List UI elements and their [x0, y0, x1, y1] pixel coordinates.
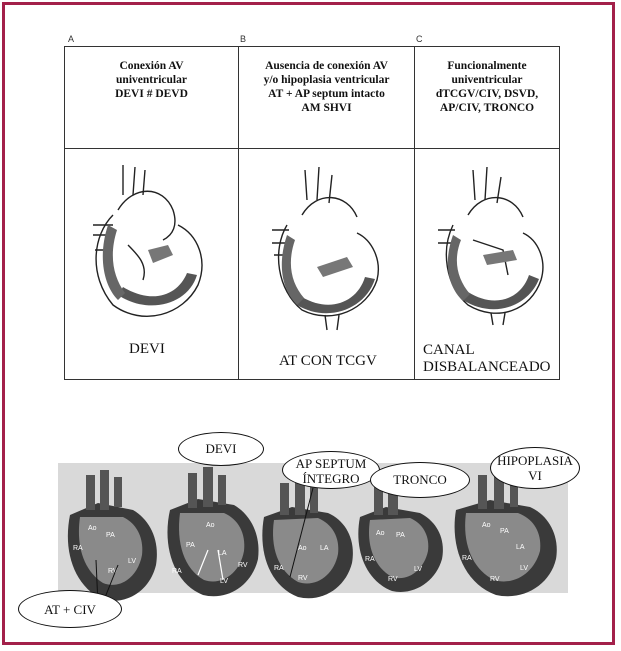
label-lv: LV: [128, 558, 136, 565]
label-ra: RA: [73, 545, 83, 552]
label-rv-4: RV: [388, 576, 398, 583]
label-rv-2: RV: [238, 562, 248, 569]
panel-a-figure: DEVI: [65, 149, 239, 380]
heart-sketch-a: [73, 155, 213, 325]
panel-c-letter: C: [416, 34, 423, 44]
label-lv-4: LV: [414, 566, 422, 573]
label-ra-2: RA: [172, 568, 182, 575]
panel-a-caption: DEVI: [129, 341, 165, 358]
label-bubble-hipoplasia: HIPOPLASIA VI: [490, 447, 580, 489]
label-bubble-ap-septum: AP SEPTUM ÍNTEGRO: [282, 451, 380, 489]
label-ao: Ao: [88, 525, 97, 532]
panel-a-header: Conexión AV univentricular DEVI # DEVD: [65, 47, 239, 149]
label-ra-5: RA: [462, 555, 472, 562]
heart-sketch-c: [423, 155, 553, 330]
label-pa-4: PA: [396, 532, 405, 539]
label-pa-2: PA: [186, 542, 195, 549]
panel-c-figure: CANAL DISBALANCEADO: [415, 149, 560, 380]
label-ao-3: Ao: [298, 545, 307, 552]
panel-b-header: Ausencia de conexión AV y/o hipoplasia v…: [239, 47, 415, 149]
panel-c-header: Funcionalmente univentricular dTCGV/CIV,…: [415, 47, 560, 149]
label-bubble-at-civ: AT + CIV: [18, 590, 122, 628]
label-la-3: LA: [320, 545, 329, 552]
label-pa: PA: [106, 532, 115, 539]
label-la-5: LA: [516, 544, 525, 551]
label-ao-5: Ao: [482, 522, 491, 529]
label-rv-3: RV: [298, 575, 308, 582]
panel-b-caption: AT CON TCGV: [279, 353, 377, 370]
classification-table: Conexión AV univentricular DEVI # DEVD A…: [64, 46, 560, 380]
label-pa-5: PA: [500, 528, 509, 535]
label-lv-5: LV: [520, 565, 528, 572]
label-ao-4: Ao: [376, 530, 385, 537]
label-bubble-tronco: TRONCO: [370, 462, 470, 498]
panel-c-caption: CANAL DISBALANCEADO: [423, 342, 551, 376]
panel-b-figure: AT CON TCGV: [239, 149, 415, 380]
heart-sketch-b: [247, 155, 397, 335]
label-ao-2: Ao: [206, 522, 215, 529]
panel-b-letter: B: [240, 34, 246, 44]
label-bubble-devi: DEVI: [178, 432, 264, 466]
label-ra-3: RA: [274, 565, 284, 572]
label-rv-5: RV: [490, 576, 500, 583]
label-ra-4: RA: [365, 556, 375, 563]
panel-a-letter: A: [68, 34, 74, 44]
label-la-2: LA: [218, 550, 227, 557]
label-lv-2: LV: [220, 578, 228, 585]
